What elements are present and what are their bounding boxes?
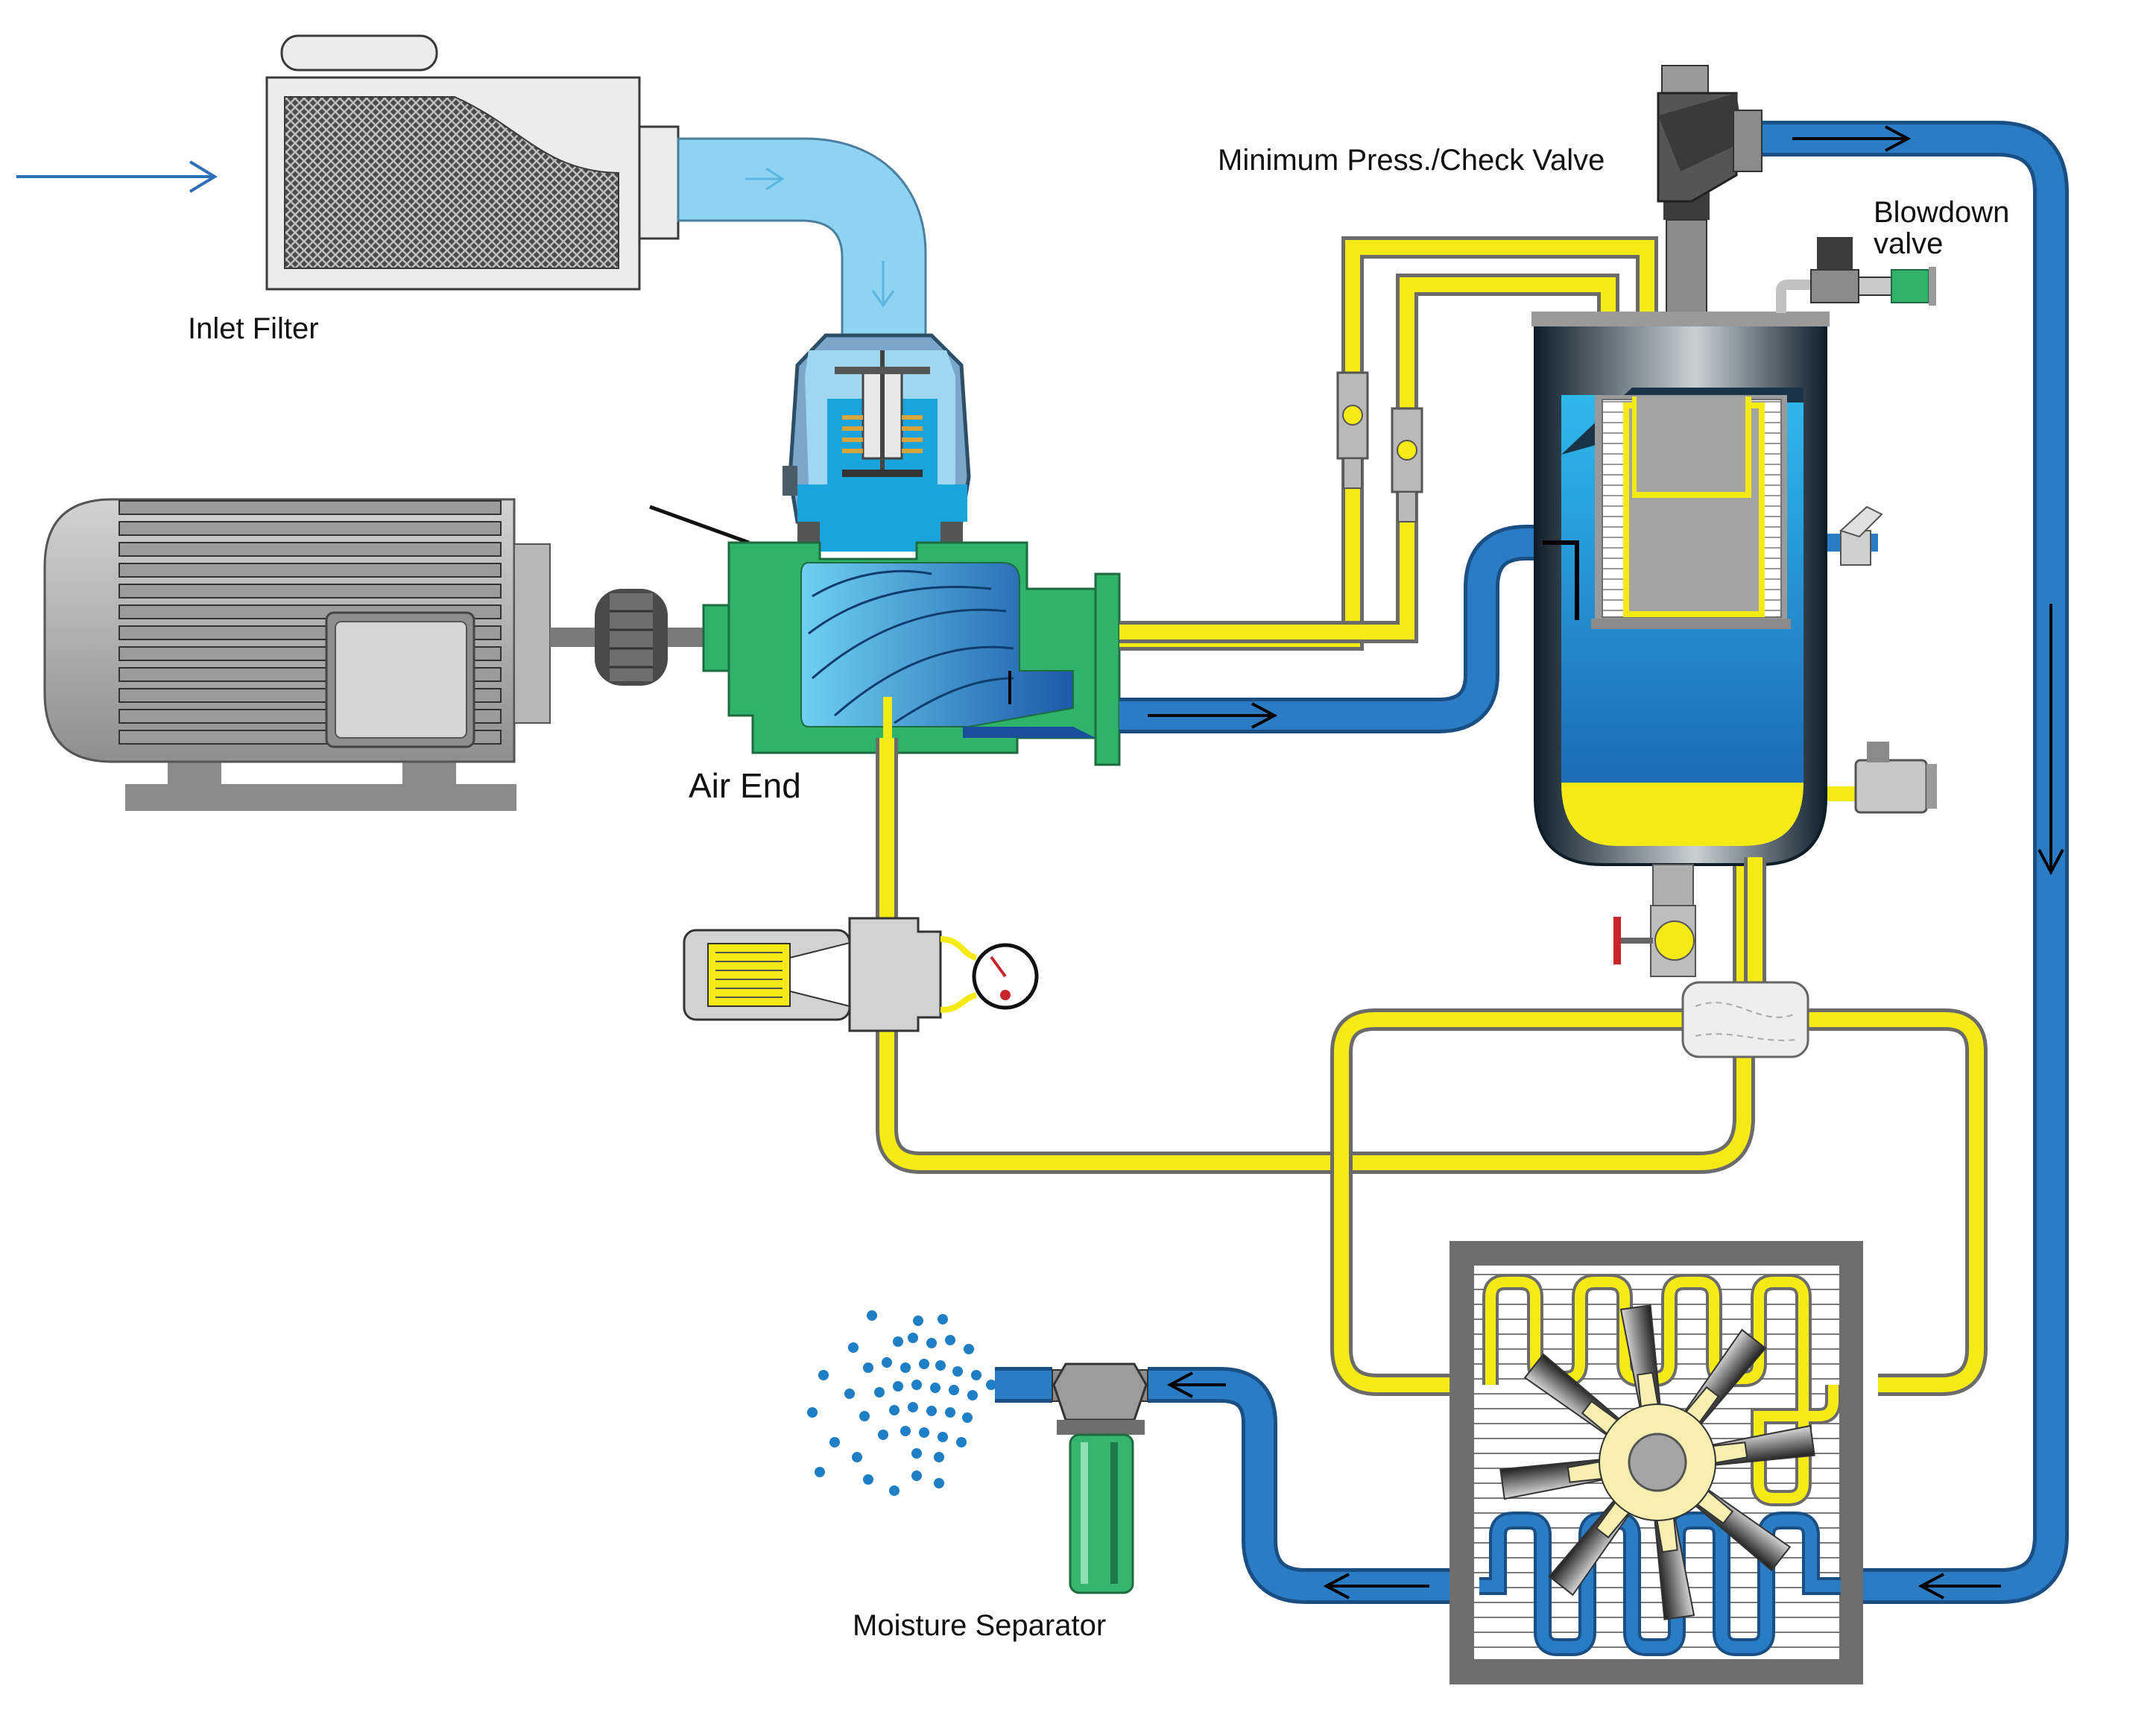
orifice-fitting: [1336, 371, 1423, 522]
blowdown-valve-label-line1: Blowdown: [1874, 196, 2010, 229]
inlet-valve: [783, 333, 971, 552]
blowdown-valve-label-line2: valve: [1874, 227, 1944, 260]
air-end-label: Air End: [689, 766, 801, 805]
oil-filter: [683, 917, 942, 1032]
fan-icon: [1499, 1304, 1815, 1620]
gauge-icon: [940, 936, 1039, 1013]
inlet-filter-label: Inlet Filter: [188, 312, 319, 345]
moisture-separator: [1052, 1362, 1148, 1594]
intake-duct: [677, 137, 927, 337]
oil-level-fitting: [1854, 742, 1937, 814]
arrow-icon: [1148, 125, 2064, 1599]
thermostatic-valve: [1681, 857, 1809, 1058]
safety-valve: [1839, 505, 1883, 566]
moisture-separator-label: Moisture Separator: [853, 1609, 1107, 1642]
leader-line: [649, 505, 750, 545]
oil-lines: [876, 236, 1988, 1396]
minimum-pressure-check-valve: [1657, 92, 1763, 203]
electric-motor: [43, 498, 595, 811]
separator-tank: [1531, 65, 1830, 906]
coupling: [595, 589, 712, 686]
screw-rotor-icon: [808, 569, 1014, 724]
inlet-filter: [265, 34, 680, 291]
blowdown-valve: [1776, 237, 1936, 313]
air-end: [702, 541, 1121, 766]
valve-handle-icon: [1613, 905, 1696, 977]
min-press-check-valve-label: Minimum Press./Check Valve: [1218, 144, 1605, 177]
water-droplets: [807, 1310, 996, 1496]
intake-arrow-icon: [16, 160, 218, 193]
